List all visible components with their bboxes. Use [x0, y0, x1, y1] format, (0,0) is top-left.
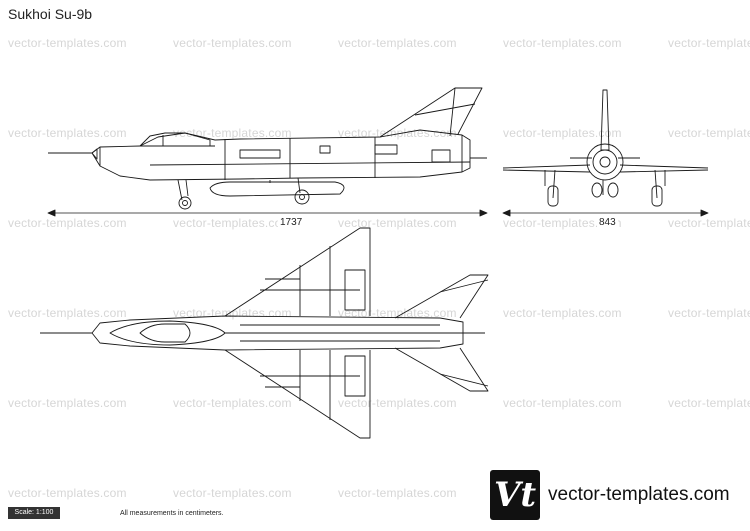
side-view [47, 87, 488, 217]
brand-name: vector-templates.com [548, 484, 730, 505]
measurements-note: All measurements in centimeters. [120, 510, 224, 517]
span-dimension-label: 843 [597, 217, 618, 228]
brand-logo: Vt [490, 470, 540, 520]
front-view [502, 89, 709, 217]
top-view [40, 227, 489, 439]
scale-label: Scale: 1:100 [8, 507, 60, 519]
length-dimension-label: 1737 [278, 217, 305, 228]
page-title: Sukhoi Su-9b [8, 6, 93, 22]
